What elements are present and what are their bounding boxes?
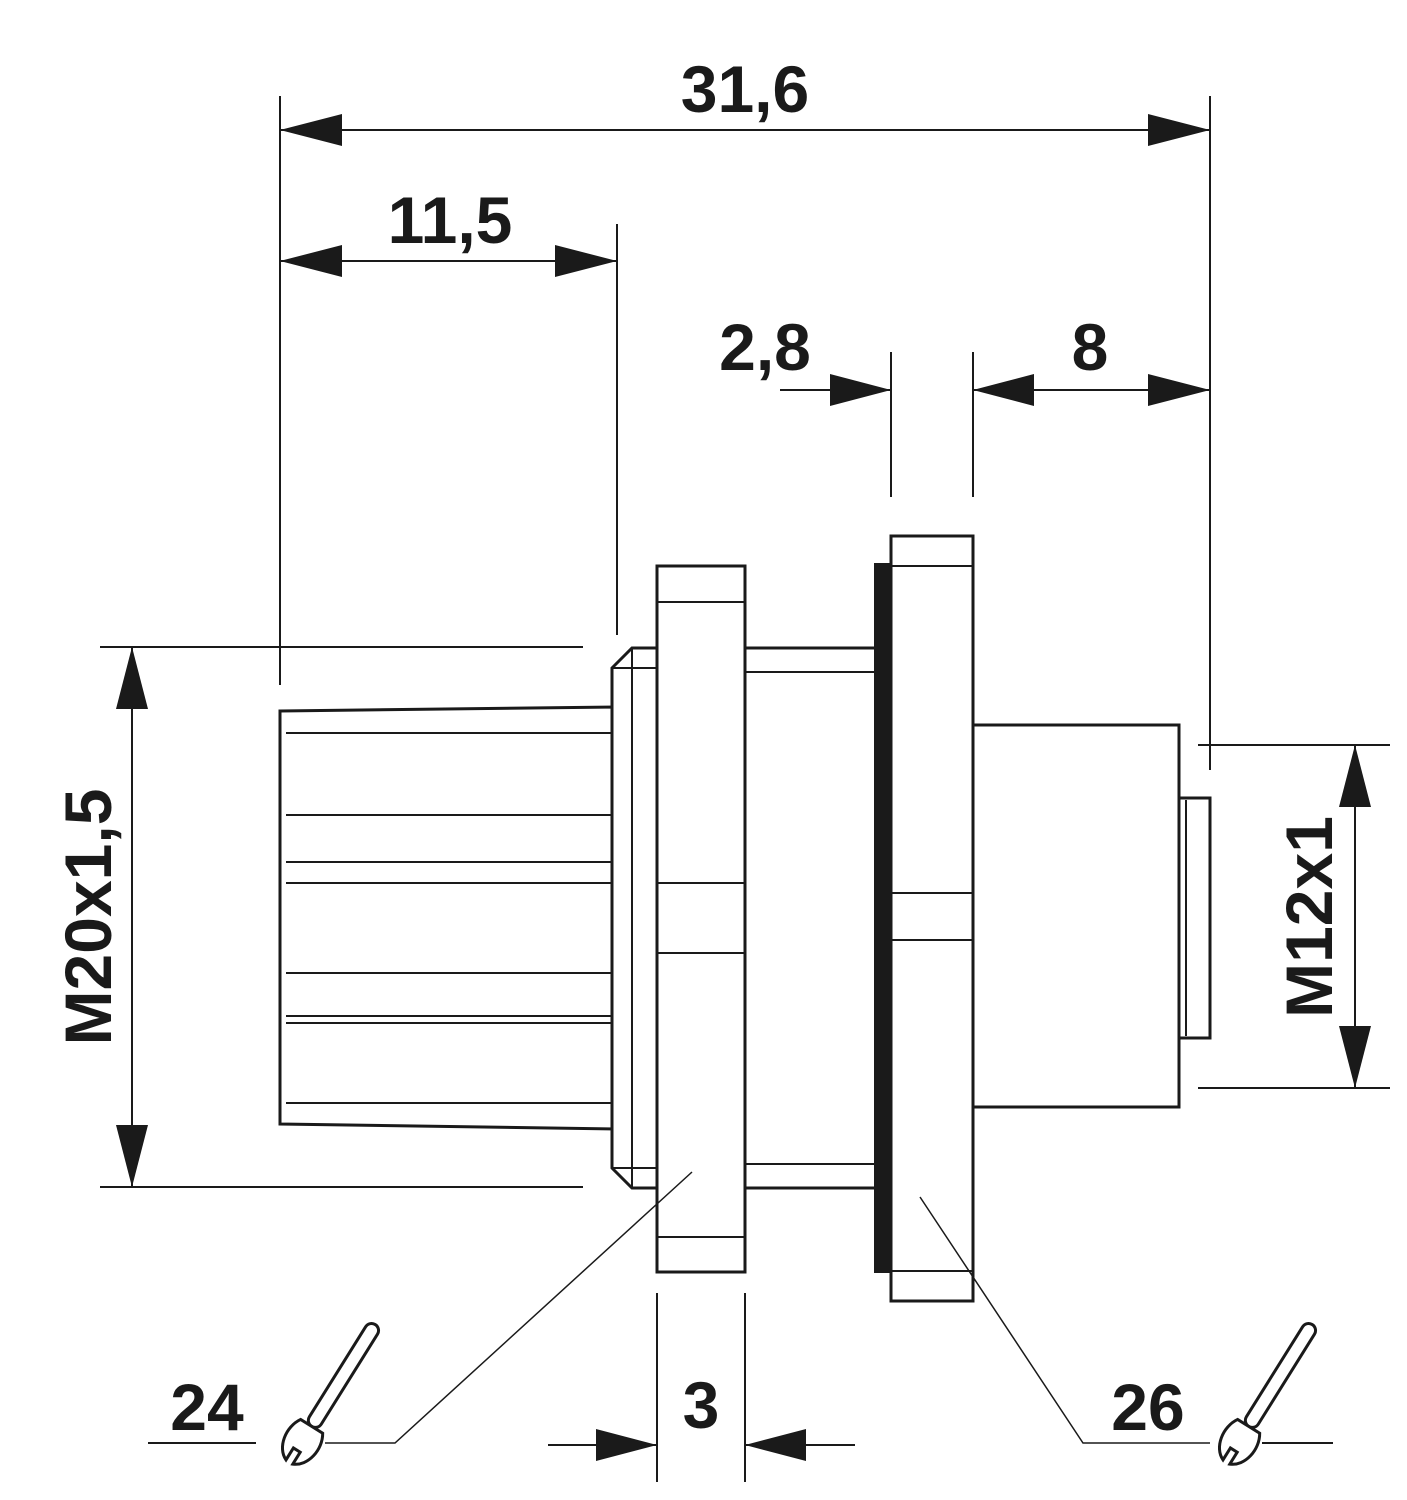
wrench-size-right: 26 bbox=[1111, 1370, 1184, 1444]
dimension-label-flange-thickness: 2,8 bbox=[719, 310, 811, 384]
dimension-label-socket-length: 8 bbox=[1072, 310, 1109, 384]
socket-housing bbox=[971, 723, 1181, 1109]
dimension-thread-left: M20x1,5 bbox=[51, 646, 583, 1188]
flange bbox=[889, 534, 975, 1303]
dimension-thread-length: 11,5 bbox=[280, 183, 618, 635]
wrench-right-icon bbox=[1218, 1322, 1318, 1466]
collar bbox=[610, 646, 662, 1190]
thread-section bbox=[278, 705, 618, 1131]
shaft bbox=[743, 646, 880, 1190]
leader-lines bbox=[148, 1171, 1333, 1444]
dimension-label-overall-length: 31,6 bbox=[681, 52, 809, 126]
dimension-nut-width: 3 bbox=[548, 1293, 855, 1482]
dimension-label-thread-right: M12x1 bbox=[1272, 816, 1346, 1018]
wrench-left-icon bbox=[281, 1322, 381, 1466]
wrench-size-left: 24 bbox=[170, 1370, 244, 1444]
dimension-label-nut-width: 3 bbox=[683, 1368, 720, 1442]
dimension-overall-length: 31,6 bbox=[279, 52, 1211, 770]
contact-face bbox=[1177, 796, 1212, 1040]
dimension-flange-thickness: 2,8 bbox=[719, 310, 1034, 497]
dimension-label-thread-length: 11,5 bbox=[388, 183, 513, 257]
dimension-socket-length: 8 bbox=[973, 310, 1210, 406]
dimension-thread-right: M12x1 bbox=[1198, 744, 1390, 1089]
connector-body bbox=[278, 534, 1212, 1303]
gasket bbox=[874, 563, 891, 1273]
hex-nut-left bbox=[655, 564, 747, 1274]
dimension-label-thread-left: M20x1,5 bbox=[51, 789, 125, 1046]
